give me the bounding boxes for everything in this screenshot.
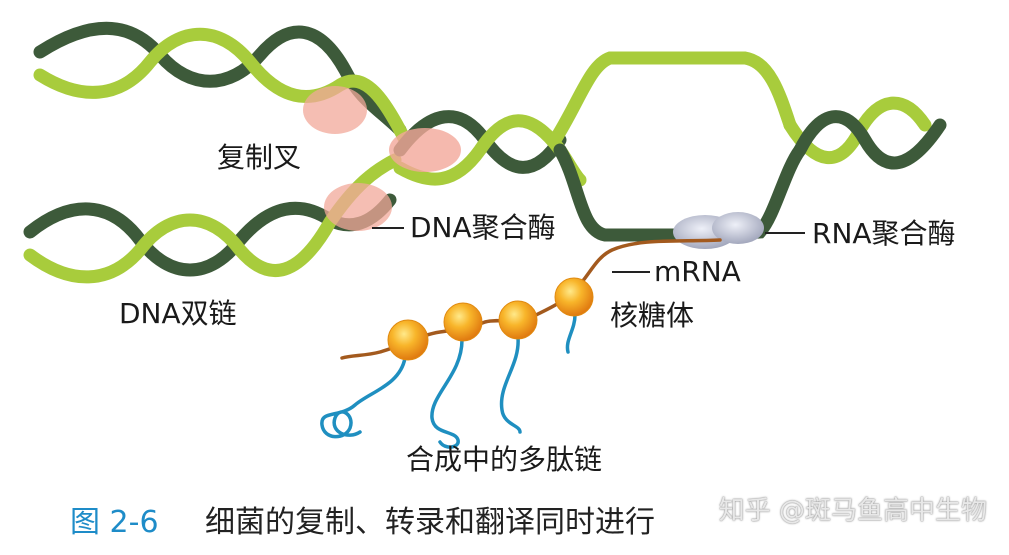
figure-number: 图 2-6 xyxy=(70,505,159,540)
ribosome-3 xyxy=(498,300,538,340)
transcription-bubble xyxy=(548,51,807,242)
ribosome-2 xyxy=(443,302,483,342)
dna-polymerase-1 xyxy=(303,86,367,134)
label-dna-polymerase: DNA聚合酶 xyxy=(410,211,556,244)
watermark: 知乎 @斑马鱼高中生物 xyxy=(718,496,987,526)
ribosome-4 xyxy=(554,277,594,317)
figure-caption: 细菌的复制、转录和翻译同时进行 xyxy=(205,505,655,540)
dna-polymerase-group xyxy=(303,86,461,231)
dna-polymerase-3 xyxy=(324,183,392,231)
polypeptide-2 xyxy=(430,338,464,449)
polypeptide-4 xyxy=(565,313,577,354)
label-dna-double-strand: DNA双链 xyxy=(119,297,237,330)
polypeptide-chains xyxy=(320,313,577,449)
dna-top-helix xyxy=(33,21,412,147)
label-ribosome: 核糖体 xyxy=(610,299,695,332)
label-rna-polymerase: RNA聚合酶 xyxy=(812,217,956,250)
polypeptide-1 xyxy=(320,356,407,439)
dna-polymerase-2 xyxy=(389,128,461,172)
label-polypeptide: 合成中的多肽链 xyxy=(406,443,603,476)
leader-lines xyxy=(372,227,805,273)
polypeptide-3 xyxy=(499,336,522,434)
label-mrna: mRNA xyxy=(654,255,741,288)
rna-polymerase xyxy=(673,212,764,249)
ribosome-1 xyxy=(387,319,429,361)
ribosomes xyxy=(387,277,594,361)
label-replication-fork: 复制叉 xyxy=(217,141,302,174)
dna-right-helix xyxy=(783,96,947,170)
